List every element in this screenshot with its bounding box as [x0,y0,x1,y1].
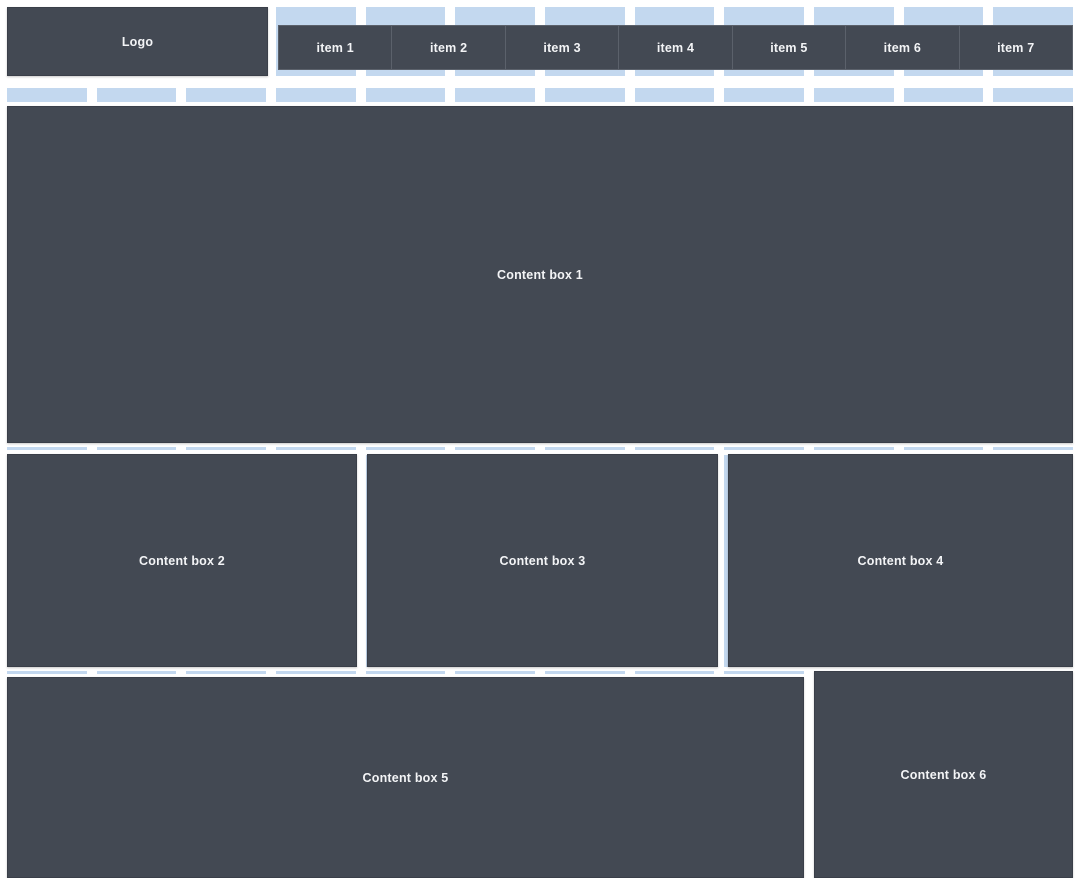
nav-item-7[interactable]: item 7 [959,25,1073,70]
row-gap-band-top [7,76,1073,88]
nav-item-2[interactable]: item 2 [392,25,506,70]
row-gap-band-below-box1 [7,443,1073,447]
content-box-6[interactable]: Content box 6 [814,671,1073,878]
content-box-1[interactable]: Content box 1 [7,106,1073,443]
nav-item-4[interactable]: item 4 [619,25,733,70]
content-box-3[interactable]: Content box 3 [367,454,718,667]
nav-item-5[interactable]: item 5 [732,25,847,70]
nav-item-6[interactable]: item 6 [846,25,960,70]
nav-item-1[interactable]: item 1 [278,25,393,70]
row-gap-band-below-header [7,102,1073,107]
content-box-4[interactable]: Content box 4 [728,454,1073,667]
content-box-2[interactable]: Content box 2 [7,454,357,667]
row-gap-band-above-row2 [7,450,1073,455]
grid-area: Logo item 1 item 2 item 3 item 4 item 5 … [7,7,1074,878]
main-navigation: item 1 item 2 item 3 item 4 item 5 item … [278,25,1073,70]
row-gap-band-above-row3 [7,674,1073,678]
row-gap-band-below-row2 [7,667,1073,671]
logo-box[interactable]: Logo [7,7,268,76]
content-box-5[interactable]: Content box 5 [7,677,804,878]
nav-item-3[interactable]: item 3 [505,25,620,70]
content-boxes-layer: Logo item 1 item 2 item 3 item 4 item 5 … [7,7,1073,878]
